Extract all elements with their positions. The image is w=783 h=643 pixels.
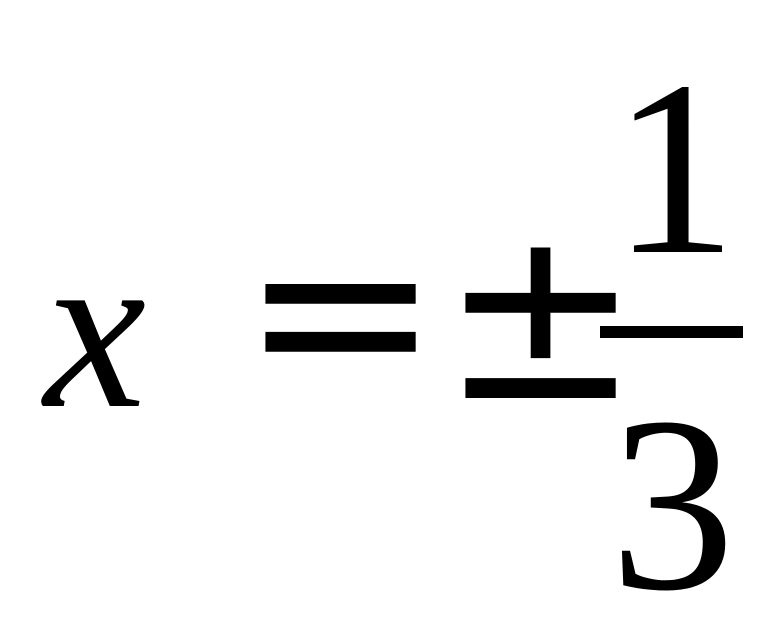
- variable-x: x: [44, 201, 147, 456]
- fraction-bar: [600, 326, 743, 338]
- equals-sign: =: [240, 170, 442, 450]
- fraction-denominator: 3: [610, 366, 735, 643]
- fraction-numerator: 1: [612, 30, 737, 307]
- plus-minus-sign: ±: [440, 175, 642, 455]
